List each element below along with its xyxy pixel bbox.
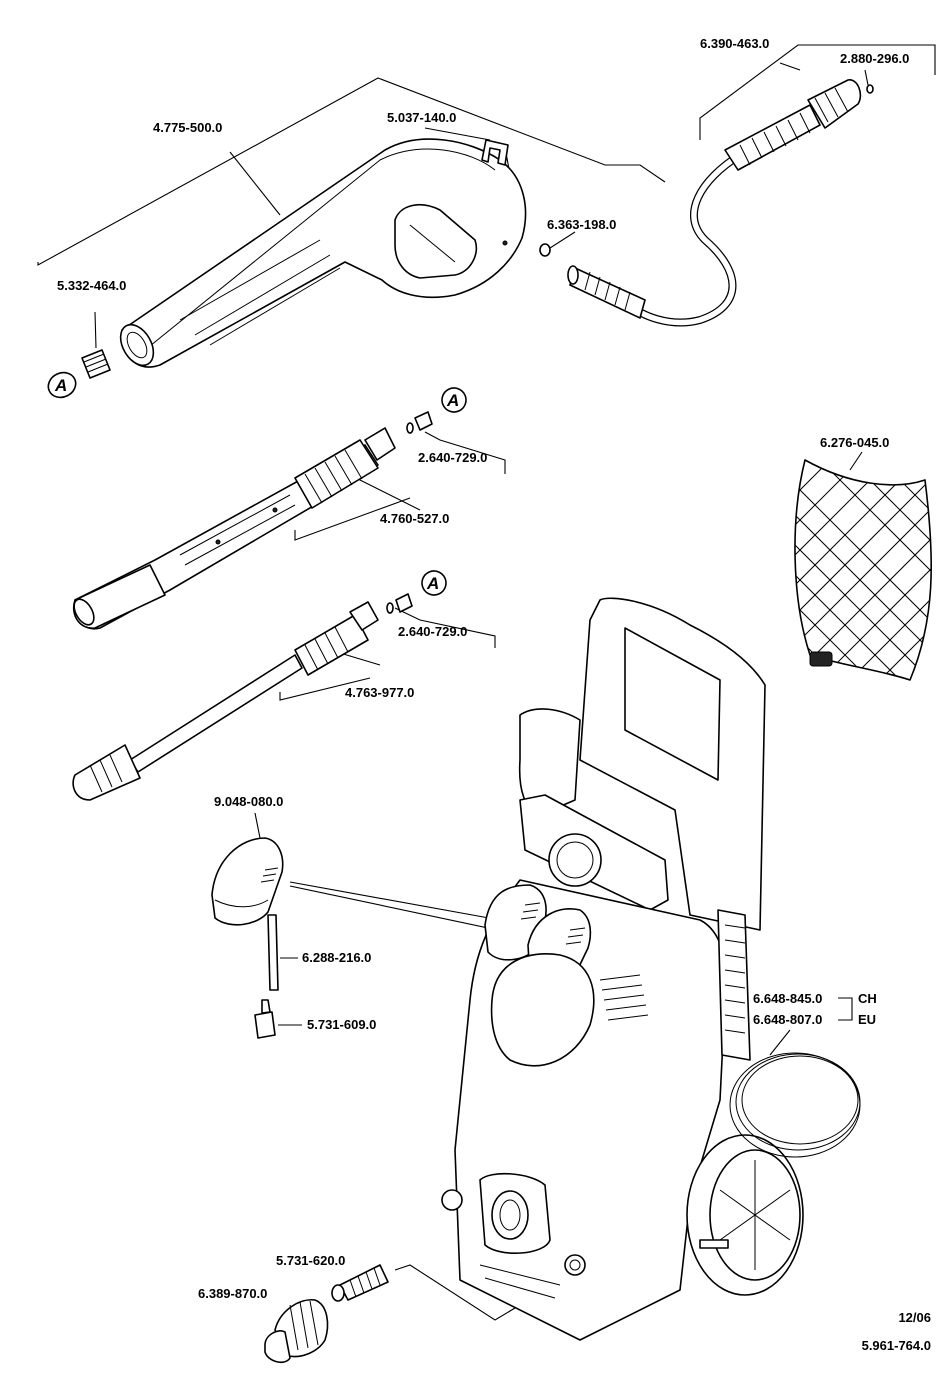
footer-doc-number: 5.961-764.0 <box>862 1338 931 1353</box>
diagram-footer: 12/06 5.961-764.0 <box>862 1310 931 1353</box>
garden-hose-coupling-part <box>265 1300 328 1362</box>
pressure-washer-body <box>442 598 803 1340</box>
label-power-cord-ch: 6.648-845.0 <box>753 991 822 1006</box>
storage-net-part <box>780 440 940 710</box>
label-oring-nozzle-2: 2.640-729.0 <box>398 624 467 639</box>
high-pressure-hose-part <box>540 80 873 323</box>
label-gun-spring: 5.332-464.0 <box>57 278 126 293</box>
callout-a-marker-3: A <box>418 567 450 599</box>
label-power-cord-eu: 6.648-807.0 <box>753 1012 822 1027</box>
label-storage-net: 6.276-045.0 <box>820 435 889 450</box>
spray-gun-part <box>114 139 526 371</box>
label-pin: 6.288-216.0 <box>302 950 371 965</box>
label-dirt-blaster: 4.763-977.0 <box>345 685 414 700</box>
pin-part <box>268 915 278 990</box>
label-hose-oring-end: 2.880-296.0 <box>840 51 909 66</box>
spring-part <box>82 350 110 378</box>
callout-a-text-2: A <box>446 391 459 410</box>
label-hose-assembly: 6.390-463.0 <box>700 36 769 51</box>
label-nozzle-cap: 9.048-080.0 <box>214 794 283 809</box>
label-garden-coupling: 6.389-870.0 <box>198 1286 267 1301</box>
label-country-ch: CH <box>858 991 877 1006</box>
callout-a-marker-2: A <box>438 384 470 416</box>
label-nipple: 5.731-609.0 <box>307 1017 376 1032</box>
callout-a-text-1: A <box>54 376 67 395</box>
label-vario-lance: 4.760-527.0 <box>380 511 449 526</box>
label-inlet-filter: 5.731-620.0 <box>276 1253 345 1268</box>
label-country-eu: EU <box>858 1012 876 1027</box>
nozzle-cap-part <box>212 838 283 925</box>
nipple-part <box>255 1000 275 1038</box>
label-hose-oring-gun: 6.363-198.0 <box>547 217 616 232</box>
label-gun-clip: 5.037-140.0 <box>387 110 456 125</box>
callout-a-text-3: A <box>426 574 439 593</box>
vario-power-lance-part <box>70 412 432 629</box>
label-oring-nozzle-1: 2.640-729.0 <box>418 450 487 465</box>
inlet-filter-part <box>332 1265 388 1301</box>
label-gun-assembly: 4.775-500.0 <box>153 120 222 135</box>
footer-date: 12/06 <box>898 1310 931 1325</box>
callout-a-marker-1: A <box>44 368 80 402</box>
